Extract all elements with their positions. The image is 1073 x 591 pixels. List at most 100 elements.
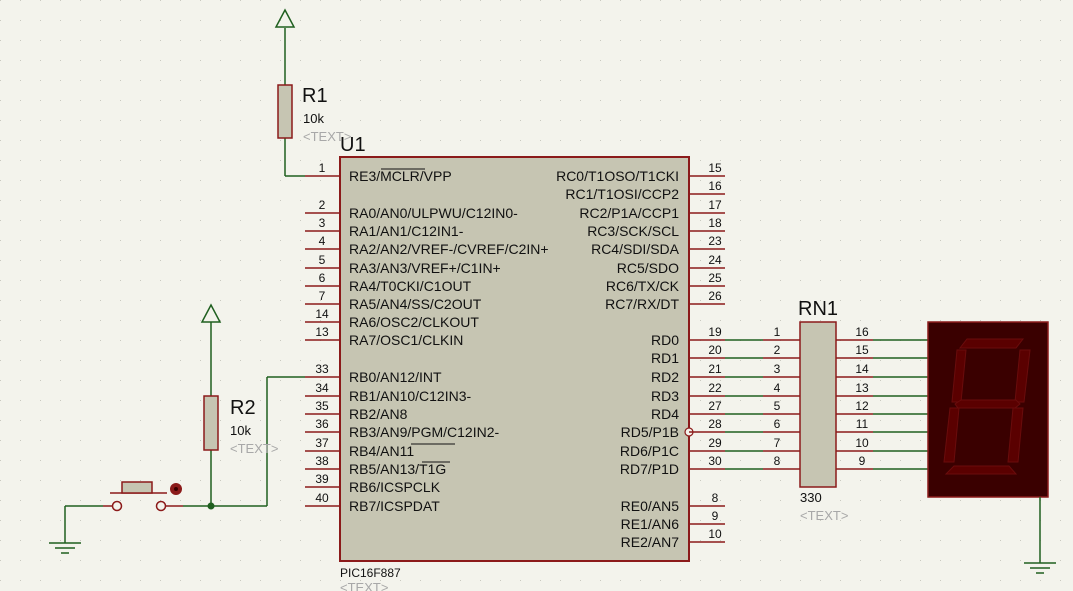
u1-pin-label: RC1/T1OSI/CCP2 — [565, 186, 679, 202]
ground-symbol-icon — [1024, 562, 1056, 574]
u1-pin-number: 17 — [708, 198, 722, 212]
u1-pin-label: RA6/OSC2/CLKOUT — [349, 314, 479, 330]
u1-pin-number: 21 — [708, 362, 722, 376]
u1-pin-label: RC6/TX/CK — [606, 278, 680, 294]
u1-pin-number: 40 — [315, 491, 329, 505]
u1-pin-number: 30 — [708, 454, 722, 468]
u1-pin-number: 6 — [319, 271, 326, 285]
rn1-pin-number: 9 — [859, 454, 866, 468]
rn1-pin-number: 2 — [774, 343, 781, 357]
u1-pin-label: RD1 — [651, 350, 679, 366]
u1-pin-number: 10 — [708, 527, 722, 541]
u1-pin-label: RD5/P1B — [621, 424, 679, 440]
u1-pin-number: 18 — [708, 216, 722, 230]
u1-chip-body[interactable] — [339, 156, 690, 562]
u1-pin-label: RE1/AN6 — [621, 516, 680, 532]
u1-pin-label: RC2/P1A/CCP1 — [579, 205, 679, 221]
u1-part-name: PIC16F887 — [340, 566, 401, 580]
u1-pin-number: 39 — [315, 472, 329, 486]
rn1-pin-number: 11 — [856, 417, 869, 431]
u1-pin-label: RD4 — [651, 406, 679, 422]
rn1-pin-number: 10 — [855, 436, 869, 450]
u1-pin-label: RD2 — [651, 369, 679, 385]
u1-pin-number: 2 — [319, 198, 326, 212]
u1-pin-number: 35 — [315, 399, 329, 413]
rn1-pin-number: 8 — [774, 454, 781, 468]
r1-ref: R1 — [302, 85, 328, 107]
u1-pin-label: RB7/ICSPDAT — [349, 498, 440, 514]
rn1-pin-number: 4 — [774, 381, 781, 395]
u1-pin-number: 5 — [319, 253, 326, 267]
rn1-text-placeholder: <TEXT> — [800, 508, 848, 523]
u1-pin-number: 28 — [708, 417, 722, 431]
push-button-icon[interactable] — [103, 481, 183, 512]
u1-pin-label: RA0/AN0/ULPWU/C12IN0- — [349, 205, 518, 221]
u1-pin-number: 4 — [319, 234, 326, 248]
rn1-pin-number: 6 — [774, 417, 781, 431]
r2-resistor-body[interactable] — [203, 395, 219, 451]
u1-pin-label: RE3/MCLR/VPP — [349, 168, 452, 184]
u1-text-placeholder: <TEXT> — [340, 580, 388, 591]
wires-rn1-to-display — [873, 339, 928, 470]
u1-pin-number: 36 — [315, 417, 329, 431]
u1-pin-label: RD6/P1C — [620, 443, 679, 459]
u1-pin-number: 13 — [315, 325, 329, 339]
rn1-pin-number: 13 — [855, 381, 869, 395]
rn1-ref: RN1 — [798, 298, 838, 320]
r1-resistor-body[interactable] — [277, 84, 293, 139]
u1-pin-label: RC3/SCK/SCL — [587, 223, 679, 239]
u1-pin-number: 26 — [708, 289, 722, 303]
u1-pin-label: RA4/T0CKI/C1OUT — [349, 278, 472, 294]
u1-pin-number: 8 — [712, 491, 719, 505]
seven-segment-display-icon[interactable] — [927, 321, 1049, 498]
u1-pin-number: 22 — [708, 381, 722, 395]
rn1-pin-number: 16 — [855, 325, 869, 339]
u1-pin-label: RB2/AN8 — [349, 406, 408, 422]
u1-pin-number: 1 — [319, 161, 326, 175]
u1-pin-label: RB5/AN13/T1G — [349, 461, 446, 477]
power-arrow-icon — [274, 8, 296, 28]
wires-rd-to-rn1 — [725, 339, 763, 470]
u1-pin-number: 27 — [708, 399, 722, 413]
u1-pin-number: 14 — [315, 307, 329, 321]
u1-pin-number: 19 — [708, 325, 722, 339]
u1-pin-number: 3 — [319, 216, 326, 230]
rn1-pin-number: 7 — [774, 436, 781, 450]
u1-ref: U1 — [340, 134, 366, 156]
u1-pin-label: RB1/AN10/C12IN3- — [349, 388, 472, 404]
r2-text-placeholder: <TEXT> — [230, 441, 278, 456]
u1-pin-label: RE2/AN7 — [621, 534, 680, 550]
rn1-pin-number: 12 — [855, 399, 869, 413]
u1-pin-number: 9 — [712, 509, 719, 523]
rn1-value: 330 — [800, 490, 822, 505]
r2-ref: R2 — [230, 397, 256, 419]
rn1-pin-number: 5 — [774, 399, 781, 413]
u1-pin-number: 25 — [708, 271, 722, 285]
u1-pin-label: RA5/AN4/SS/C2OUT — [349, 296, 482, 312]
power-arrow-icon — [200, 303, 222, 323]
rn1-pin-number: 15 — [855, 343, 869, 357]
u1-pin-label: RA3/AN3/VREF+/C1IN+ — [349, 260, 501, 276]
u1-pin-number: 20 — [708, 343, 722, 357]
u1-pin-number: 16 — [708, 179, 722, 193]
u1-pin-label: RA2/AN2/VREF-/CVREF/C2IN+ — [349, 241, 549, 257]
u1-pin-label: RE0/AN5 — [621, 498, 680, 514]
u1-pin-label: RB6/ICSPCLK — [349, 479, 441, 495]
ground-symbol-icon — [49, 542, 81, 554]
u1-pin-number: 29 — [708, 436, 722, 450]
r1-text-placeholder: <TEXT> — [303, 129, 351, 144]
u1-pin-number: 15 — [708, 161, 722, 175]
u1-pin-label: RC5/SDO — [617, 260, 679, 276]
u1-pin-number: 37 — [315, 436, 329, 450]
u1-pin-label: RC0/T1OSO/T1CKI — [556, 168, 679, 184]
rn1-resistor-network-body[interactable] — [799, 321, 837, 488]
u1-pin-number: 38 — [315, 454, 329, 468]
u1-pin-label: RB0/AN12/INT — [349, 369, 442, 385]
u1-pin-label: RD0 — [651, 332, 679, 348]
u1-pin-number: 33 — [315, 362, 329, 376]
u1-pin-label: RC7/RX/DT — [605, 296, 679, 312]
u1-pin-label: RC4/SDI/SDA — [591, 241, 680, 257]
